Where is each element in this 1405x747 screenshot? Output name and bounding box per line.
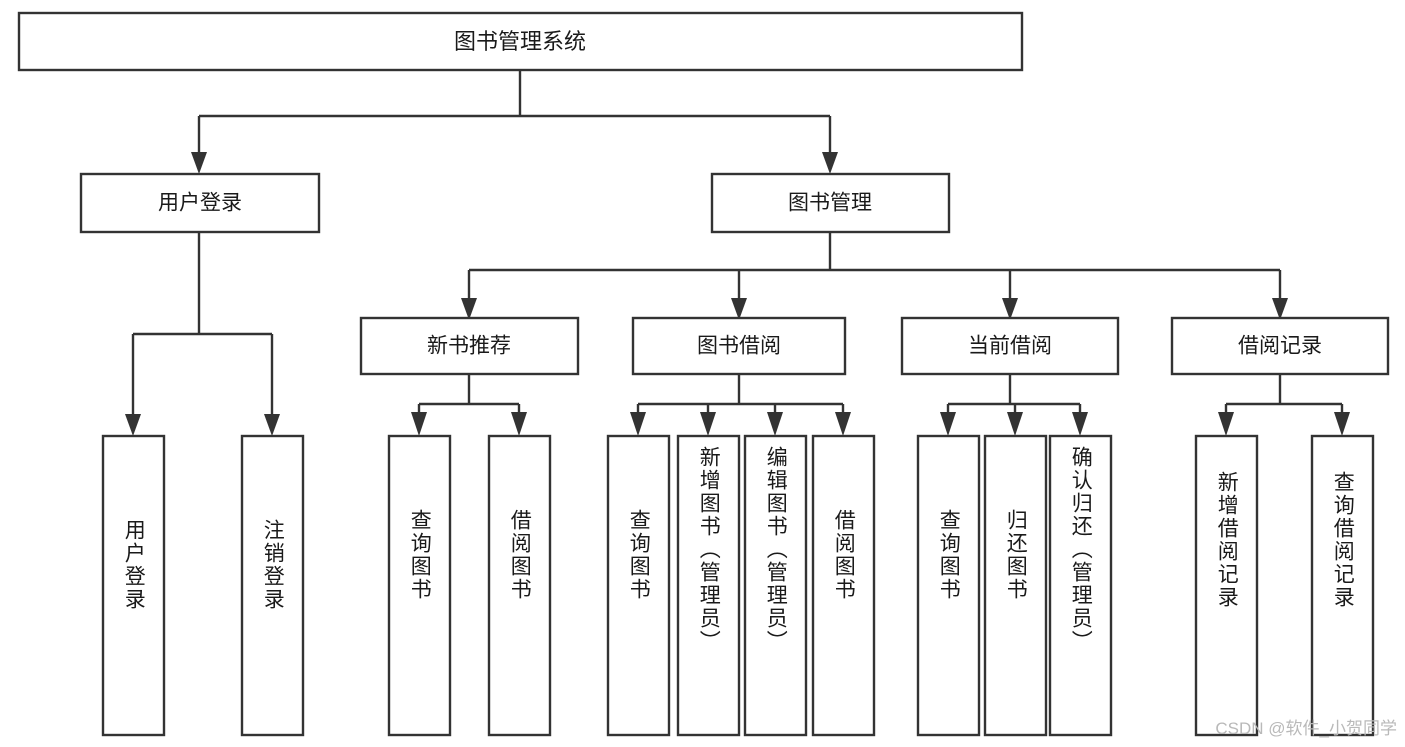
arrowhead-book-borrow [731, 298, 747, 320]
arrowhead-borrow-record [1272, 298, 1288, 320]
node-book-management-box[interactable] [710, 172, 951, 234]
arrowhead-leaf-logout [264, 414, 280, 436]
connector-group-current-borrow [940, 374, 1088, 436]
connector-group-book-borrow [630, 374, 851, 436]
connector-group-borrow-record [1218, 374, 1350, 436]
node-borrow-record-label: 借阅记录 [1238, 335, 1322, 358]
arrowhead-current-borrow [1002, 298, 1018, 320]
arrowhead-nb-leaf1 [411, 412, 427, 436]
node-current-borrow-box[interactable] [900, 316, 1120, 376]
arrowhead-bb-leaf1 [630, 412, 646, 436]
node-user-login[interactable]: 用户登录 [79, 172, 321, 234]
leaf-box-bb-edit-book[interactable] [743, 434, 808, 737]
leaf-box-cb-confirm-return[interactable] [1048, 434, 1113, 737]
leaf-box-bb-add-book[interactable] [676, 434, 741, 737]
leaf-box-cb-query-book[interactable] [916, 434, 981, 737]
arrowhead-book-mgmt [822, 152, 838, 174]
leaf-box-logout[interactable] [240, 434, 305, 737]
node-new-book-recommend[interactable]: 新书推荐 [359, 316, 580, 376]
node-user-login-box[interactable] [79, 172, 321, 234]
leaf-box-user-login[interactable] [101, 434, 166, 737]
node-root-box[interactable] [17, 11, 1024, 72]
leaf-box-nb-query-book[interactable] [387, 434, 452, 737]
node-book-management[interactable]: 图书管理 [710, 172, 951, 234]
node-book-borrow[interactable]: 图书借阅 [631, 316, 847, 376]
node-borrow-record[interactable]: 借阅记录 [1170, 316, 1390, 376]
arrowhead-cb-leaf2 [1007, 412, 1023, 436]
node-new-book-recommend-box[interactable] [359, 316, 580, 376]
arrowhead-cb-leaf1 [940, 412, 956, 436]
node-book-borrow-label: 图书借阅 [697, 335, 781, 358]
node-book-management-label: 图书管理 [788, 192, 872, 215]
node-current-borrow[interactable]: 当前借阅 [900, 316, 1120, 376]
arrowhead-br-leaf1 [1218, 412, 1234, 436]
node-user-login-label: 用户登录 [158, 192, 242, 215]
leaf-box-bb-query-book[interactable] [606, 434, 671, 737]
leaf-box-cb-return-book[interactable] [983, 434, 1048, 737]
connector-group-user-login [125, 232, 280, 436]
arrowhead-br-leaf2 [1334, 412, 1350, 436]
node-root-system[interactable]: 图书管理系统 [17, 11, 1024, 72]
arrowhead-leaf-user-login [125, 414, 141, 436]
connector-group-new-book [411, 374, 527, 436]
connector-group-book-mgmt [461, 232, 1288, 320]
leaf-box-br-add-record[interactable] [1194, 434, 1259, 737]
connector-group-root [191, 70, 838, 174]
node-new-book-recommend-label: 新书推荐 [427, 335, 511, 358]
node-borrow-record-box[interactable] [1170, 316, 1390, 376]
arrowhead-user-login [191, 152, 207, 174]
arrowhead-new-book [461, 298, 477, 320]
leaf-boxes-group [101, 434, 1375, 737]
node-book-borrow-box[interactable] [631, 316, 847, 376]
leaf-box-bb-borrow-book[interactable] [811, 434, 876, 737]
leaf-box-br-query-record[interactable] [1310, 434, 1375, 737]
arrowhead-nb-leaf2 [511, 412, 527, 436]
arrowhead-bb-leaf2 [700, 412, 716, 436]
arrowhead-cb-leaf3 [1072, 412, 1088, 436]
node-current-borrow-label: 当前借阅 [968, 335, 1052, 358]
arrowhead-bb-leaf3 [767, 412, 783, 436]
leaf-box-nb-borrow-book[interactable] [487, 434, 552, 737]
arrowhead-bb-leaf4 [835, 412, 851, 436]
node-root-label: 图书管理系统 [454, 29, 586, 54]
